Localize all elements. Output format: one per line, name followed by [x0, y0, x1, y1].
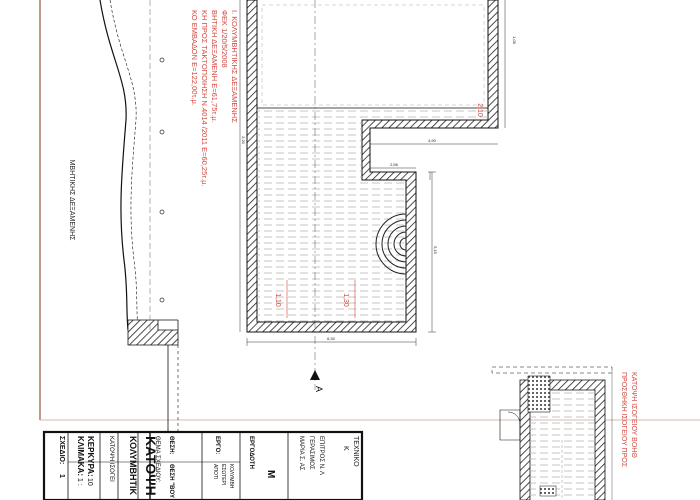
- tb-engineer-3: ΜΑΡΙΑ Σ. ΑΣ: [298, 436, 304, 471]
- title-block: ΣΧΕΔΙΟ: 1 ΚΕΡΚΥΡΑ: 10 ΚΛΙΜΑΚΑ: 1 : ΚΑΤΟΨ…: [42, 430, 364, 500]
- level-marker-icon: [159, 297, 165, 303]
- tb-engineer-2: ΓΕΡΑΣΙΜΟΣ: [308, 436, 314, 470]
- small-plan-caption-1: ΚΑΤΟΨΗ ΙΣΟΓΕΙΟΥ ΒΟΗΘ: [630, 372, 637, 458]
- dimension-lines: 5,15 4,90 2,56 2,20 6,30 1,06: [239, 0, 517, 346]
- level-marker-icon: [159, 209, 165, 215]
- tb-ergo-label: ΕΡΓΟ:: [214, 436, 220, 454]
- dim-step-width: 4,90: [428, 138, 437, 143]
- small-ground-floor-plan: ΚΑΤΟΨΗ ΙΣΟΓΕΙΟΥ ΒΟΗΘ ΠΡΟΣΘΗΚΗ ΙΣΟΓΕΙΟΥ Π…: [491, 366, 637, 500]
- section-floor-hatch: [127, 319, 179, 346]
- section-arrow-icon: [310, 370, 320, 380]
- tb-thema-value-3: ΚΑΤΟΨΗ ΙΣΟΓΕΙ: [108, 436, 114, 482]
- level-marker-icon: [159, 57, 165, 63]
- dim-side-offset: 1,06: [512, 36, 517, 45]
- tb-kerkyra-value: 10: [86, 478, 93, 486]
- tb-sxedio-label: ΣΧΕΔΙΟ:: [58, 436, 65, 464]
- tb-ergo-value-1: ΑΠΟΤΙ: [212, 464, 218, 479]
- pool-plan: 1,10 1,30 2,10 A: [246, 0, 499, 392]
- level-marker-icon: [159, 129, 165, 135]
- section-caption: ΜΒΗΤΙΚΗΣ ΔΕΞΑΜΕΝΗΣ: [68, 160, 75, 242]
- tb-erg-label: ΕΡΓΟΔΟΤΗ: [248, 436, 254, 469]
- pool-section: ΜΒΗΤΙΚΗΣ ΔΕΞΑΜΕΝΗΣ: [68, 0, 179, 500]
- tb-thema-value-1: ΚΑΤΟΨΗ: [143, 436, 159, 496]
- tb-sxedio-value: 1: [58, 474, 65, 478]
- tb-kerkyra-label: ΚΕΡΚΥΡΑ:: [86, 436, 95, 477]
- dim-step-depth: 2,56: [390, 162, 399, 167]
- title-block-frame: [42, 430, 364, 500]
- tb-thesi-value: ΘΕΣΗ "ΒΟΥ: [168, 464, 174, 498]
- red-note-4: ΚΗ ΠΡΟΣ ΤΑΚΤΟΠΟΙΗΣΗ Ν.4014 /2011 Ε=60,25…: [200, 10, 209, 187]
- dim-right-length: 5,15: [433, 246, 438, 255]
- tb-thesi-label: ΘΕΣΗ:: [168, 436, 174, 455]
- dim-bottom-width: 6,30: [327, 336, 336, 341]
- tb-thema-label: ΘΕΜΑ ΣΧΕΔΙΟΥ:: [154, 436, 160, 483]
- terrain-line: [99, 0, 129, 331]
- small-plan-room: [527, 375, 551, 413]
- tb-office-2: Κ: [342, 446, 349, 451]
- tb-engineer-1: ΕΠΙΤΡΟΣ Ν. Λ: [318, 436, 324, 475]
- tb-klimaka-value: 1 :: [76, 478, 83, 486]
- red-note-3: ΒΗΤΙΚΗ ΔΕΞΑΜΕΝΗ Ε=61,75τ.μ.: [210, 10, 219, 123]
- tb-klimaka-label: ΚΛΙΜΑΚΑ:: [76, 436, 85, 476]
- red-note-2: ΦΕΚ 1/20/5/2008: [220, 10, 229, 68]
- depth-label-deep: 1,30: [342, 293, 349, 307]
- tb-ergo-value-3: ΚΟΛΥΜΒΗ: [228, 464, 234, 489]
- tb-erg-value: Μ: [265, 470, 276, 478]
- terrain-line-dashed: [109, 0, 139, 331]
- tb-thema-value-2: ΚΟΛΥΜΒΗΤΙΚ: [128, 436, 138, 496]
- dim-left-length: 2,20: [241, 136, 246, 145]
- red-note-5: ΚΟ ΕΜΒΑΔΟΝ Ε=122,00τ.μ.: [190, 10, 199, 106]
- red-note-1: Ι. ΚΟΛΥΜΒΗΤΙΚΗΣ ΔΕΞΑΜΕΝΗΣ: [230, 10, 239, 123]
- depth-label-shallow: 1,10: [274, 293, 281, 307]
- pool-steps: [375, 213, 407, 275]
- dim-top-right: 2,10: [476, 103, 483, 117]
- pool-water: [257, 108, 488, 322]
- small-plan-caption-2: ΠΡΟΣΘΗΚΗ ΙΣΟΓΕΙΟΥ ΠΡΟΣ: [620, 372, 627, 468]
- tb-office-1: ΤΕΧΝΙΚΟ: [352, 436, 359, 467]
- section-marker: A: [314, 386, 324, 392]
- red-notes: Ι. ΚΟΛΥΜΒΗΤΙΚΗΣ ΔΕΞΑΜΕΝΗΣ ΦΕΚ 1/20/5/200…: [190, 10, 239, 187]
- tb-ergo-value-2: ΕΣΩΤΕΡΙ: [220, 464, 226, 485]
